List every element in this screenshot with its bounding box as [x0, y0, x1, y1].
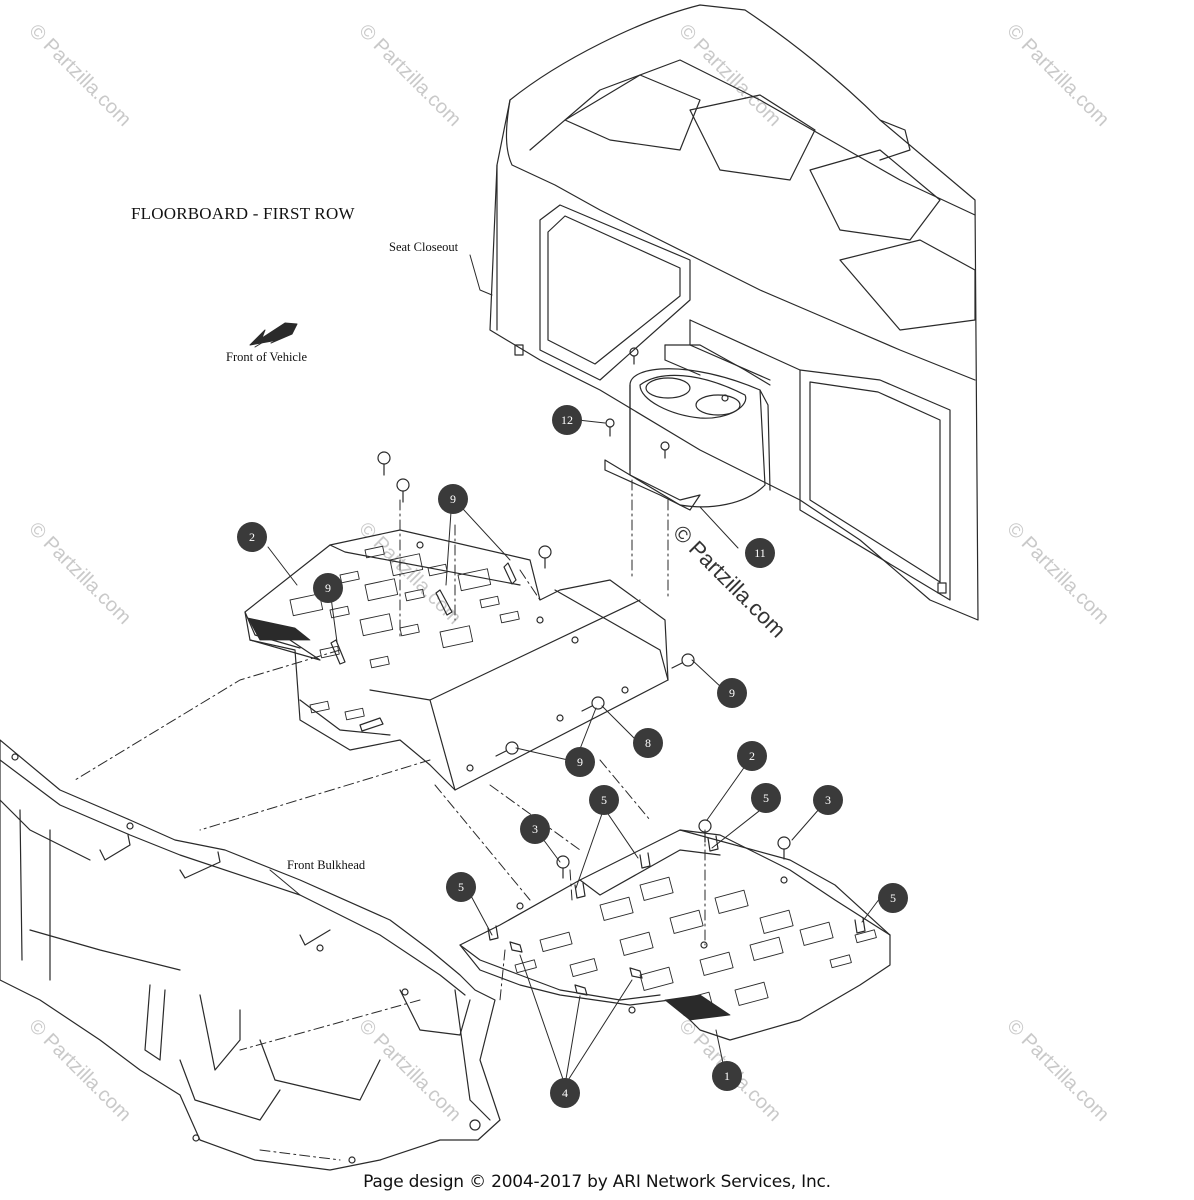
- callout-number: 2: [749, 749, 755, 763]
- callout-bubble: [633, 728, 663, 758]
- callout-5: 5: [751, 783, 781, 813]
- callout-5: 5: [878, 883, 908, 913]
- callout-bubble: [717, 678, 747, 708]
- callout-bubble: [712, 1061, 742, 1091]
- callout-1: 1: [712, 1061, 742, 1091]
- upper-floor-panel-part: [244, 529, 669, 791]
- lower-fasteners: [509, 819, 791, 996]
- cupholder-part: [604, 344, 771, 511]
- label-front-bulkhead: Front Bulkhead: [287, 858, 366, 872]
- callout-11: 11: [745, 538, 775, 568]
- callout-5: 5: [446, 872, 476, 902]
- callout-bubble: [550, 1078, 580, 1108]
- callout-number: 5: [601, 793, 607, 807]
- footer-copyright: Page design © 2004-2017 by ARI Network S…: [363, 1172, 831, 1192]
- callout-bubble: [565, 747, 595, 777]
- callout-bubble: [446, 872, 476, 902]
- callout-number: 9: [450, 492, 456, 506]
- callout-bubble: [745, 538, 775, 568]
- callout-number: 12: [561, 413, 573, 427]
- callout-bubble: [813, 785, 843, 815]
- callout-number: 2: [249, 530, 255, 544]
- diagram-title: FLOORBOARD - FIRST ROW: [131, 204, 355, 223]
- direction-arrow-icon: [249, 322, 298, 346]
- callout-number: 11: [754, 546, 766, 560]
- callout-3: 3: [520, 814, 550, 844]
- callout-2: 2: [237, 522, 267, 552]
- label-front-of-vehicle: Front of Vehicle: [226, 350, 308, 364]
- callout-bubble: [438, 484, 468, 514]
- callout-number: 9: [325, 581, 331, 595]
- callout-number: 9: [577, 755, 583, 769]
- callout-2: 2: [737, 741, 767, 771]
- callout-number: 8: [645, 736, 651, 750]
- callout-8: 8: [633, 728, 663, 758]
- callout-number: 4: [562, 1086, 568, 1100]
- callout-4: 4: [550, 1078, 580, 1108]
- label-seat-closeout: Seat Closeout: [389, 240, 459, 254]
- callout-bubble: [878, 883, 908, 913]
- callout-bubble: [237, 522, 267, 552]
- callout-number: 3: [825, 793, 831, 807]
- callout-3: 3: [813, 785, 843, 815]
- upper-fasteners: [330, 451, 695, 757]
- callout-9: 9: [717, 678, 747, 708]
- callout-bubble: [520, 814, 550, 844]
- callout-9: 9: [565, 747, 595, 777]
- callout-number: 1: [724, 1069, 730, 1083]
- callout-5: 5: [589, 785, 619, 815]
- callout-bubble: [552, 405, 582, 435]
- callout-9: 9: [438, 484, 468, 514]
- callout-number: 5: [763, 791, 769, 805]
- callout-number: 5: [458, 880, 464, 894]
- front-bulkhead-part: [0, 739, 501, 1171]
- lower-floor-panel-part: [459, 829, 891, 1041]
- callout-bubble: [751, 783, 781, 813]
- callout-bubble: [737, 741, 767, 771]
- callout-12: 12: [552, 405, 582, 435]
- callout-number: 5: [890, 891, 896, 905]
- callout-bubble: [589, 785, 619, 815]
- callout-number: 9: [729, 686, 735, 700]
- callout-9: 9: [313, 573, 343, 603]
- callout-bubble: [313, 573, 343, 603]
- callout-number: 3: [532, 822, 538, 836]
